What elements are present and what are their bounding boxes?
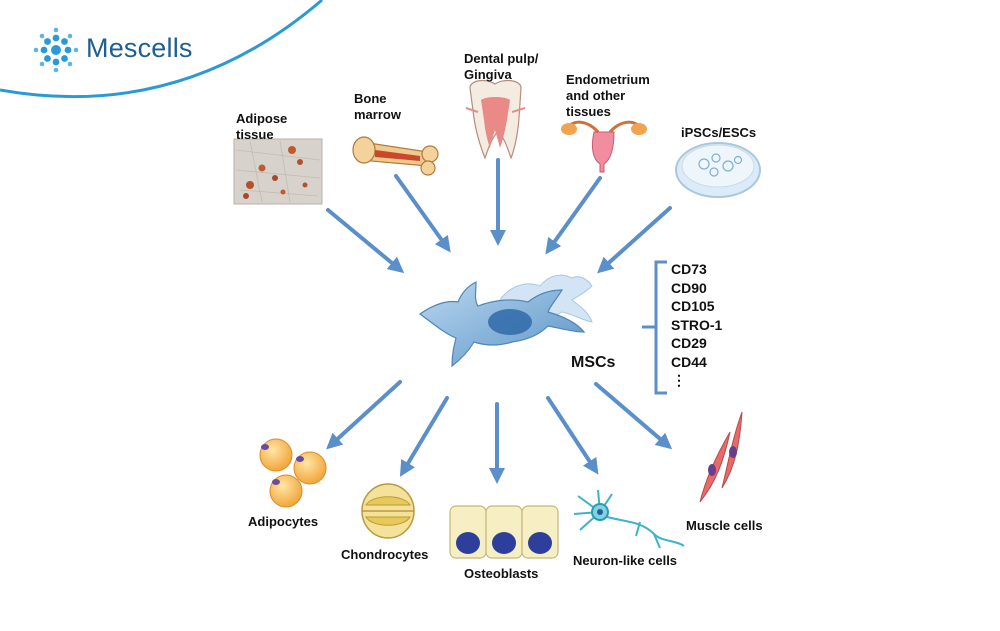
label-chondrocytes: Chondrocytes (341, 547, 429, 562)
marker-bracket (642, 260, 667, 395)
label-endometrium: Endometrium and other tissues (566, 72, 650, 119)
adipose-tissue-image (233, 138, 323, 205)
label-osteoblasts: Osteoblasts (464, 566, 539, 581)
label-neuron-like-cells: Neuron-like cells (573, 553, 678, 568)
marker-stro-1: STRO-1 (671, 316, 723, 333)
neuron-illustration (573, 489, 685, 549)
arrow-msc-to-adipocytes (326, 380, 402, 450)
marker-ellipsis: ⋮ (672, 372, 686, 388)
arrow-msc-to-muscle (594, 382, 673, 450)
arrow-endometrium-to-msc (545, 176, 602, 255)
marker-cd105: CD105 (671, 298, 715, 314)
arrow-msc-to-neuron (546, 396, 599, 475)
petri-dish-icon (675, 142, 761, 198)
label-dental-pulp-gingiva: Dental pulp/ Gingiva (464, 51, 539, 82)
arrow-msc-to-chondrocytes (399, 396, 449, 477)
brand-name: Mescells (86, 33, 193, 63)
label-muscle-cells: Muscle cells (686, 518, 763, 533)
label-adipocytes: Adipocytes (248, 514, 319, 529)
bone-marrow-icon (352, 136, 439, 176)
marker-cd44: CD44 (671, 353, 707, 370)
adipocytes-illustration (259, 438, 327, 508)
output-arrows (326, 380, 673, 484)
marker-cd29: CD29 (671, 335, 707, 351)
arrow-ipsc-to-msc (597, 206, 672, 274)
uterus-icon (561, 120, 647, 173)
osteoblasts-illustration (449, 505, 559, 559)
label-adipose-tissue: Adipose tissue (236, 111, 288, 142)
label-ipscs-escs: iPSCs/ESCs (681, 125, 757, 140)
marker-cd90: CD90 (671, 279, 707, 296)
chondrocytes-illustration (361, 483, 415, 539)
label-mscs: MSCs (571, 354, 616, 371)
header-swoosh (0, 0, 323, 99)
marker-cd73: CD73 (671, 261, 707, 277)
input-arrows (326, 158, 672, 274)
arrow-bone-marrow-to-msc (394, 174, 451, 253)
tooth-icon (465, 79, 526, 160)
msc-cells-illustration (418, 274, 593, 368)
mescells-logo-icon (33, 27, 79, 73)
arrow-adipose-to-msc (326, 208, 405, 274)
label-bone-marrow: Bone marrow (354, 91, 401, 122)
muscle-cells-illustration (699, 411, 743, 503)
